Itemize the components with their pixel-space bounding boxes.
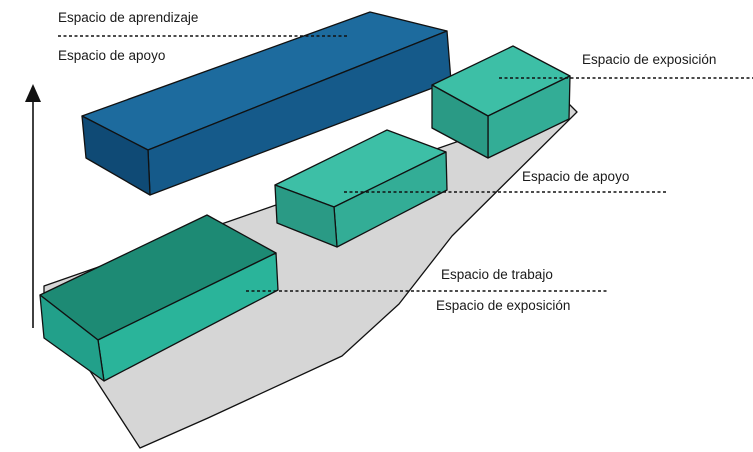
up-arrow-icon [25,84,41,328]
label-exhibition-space-right: Espacio de exposición [582,52,717,67]
work-exhibition-volume [39,214,279,382]
label-exhibition-space-bottom: Espacio de exposición [436,298,571,313]
label-work-space: Espacio de trabajo [441,267,553,282]
label-support-space-middle: Espacio de apoyo [522,169,630,184]
exhibition-volume-back [431,45,571,159]
learning-support-volume [81,11,452,196]
label-support-space-top: Espacio de apoyo [58,48,166,63]
support-volume-middle [274,129,448,248]
label-learning-space: Espacio de aprendizaje [58,10,199,25]
